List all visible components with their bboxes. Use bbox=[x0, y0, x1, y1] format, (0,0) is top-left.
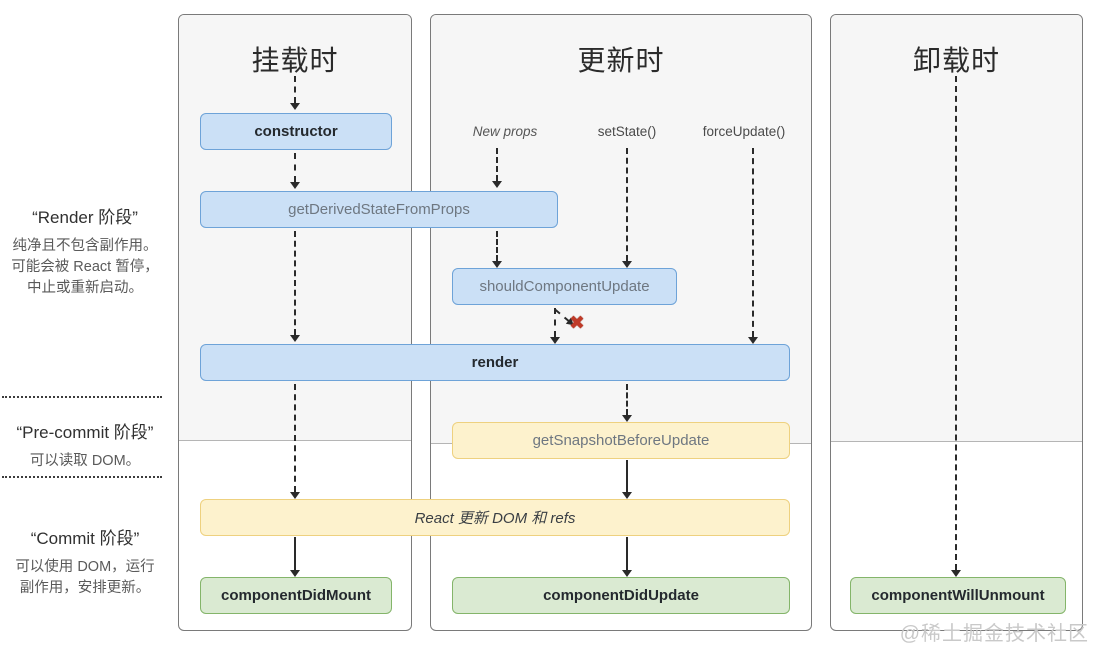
arrowhead bbox=[290, 570, 300, 577]
node-componentdidupdate: componentDidUpdate bbox=[452, 577, 790, 614]
node-react-updates-dom-refs: React 更新 DOM 和 refs bbox=[200, 499, 790, 536]
arrowhead bbox=[290, 103, 300, 110]
arrowhead bbox=[290, 182, 300, 189]
arrow-getderivedstate-to-render bbox=[290, 231, 300, 342]
arrow-reactupdates-to-componentdidupdate bbox=[622, 537, 632, 577]
render-phase-line: 中止或重新启动。 bbox=[27, 280, 143, 296]
arrow-unmounting-to-componentwillunmount bbox=[951, 76, 961, 577]
watermark: @稀土掘金技术社区 bbox=[899, 623, 1089, 645]
trigger-setstate: setState() bbox=[597, 124, 657, 139]
arrowhead bbox=[492, 261, 502, 268]
arrow-constructor-to-getderivedstate bbox=[290, 153, 300, 189]
node-getderivedstatefromprops: getDerivedStateFromProps bbox=[200, 191, 558, 228]
arrow-getsnapshot-to-reactupdates bbox=[622, 460, 632, 499]
arrow-reactupdates-to-componentdidmount bbox=[290, 537, 300, 577]
arrowhead bbox=[622, 492, 632, 499]
arrow-getderivedstate-to-shouldcomponentupdate bbox=[492, 231, 502, 268]
render-phase-annotation: “Render 阶段” 纯净且不包含副作用。 可能会被 React 暂停， 中止… bbox=[0, 203, 170, 299]
arrowhead bbox=[290, 492, 300, 499]
node-componentwillunmount: componentWillUnmount bbox=[850, 577, 1066, 614]
commit-phase-line: 副作用，安排更新。 bbox=[19, 580, 151, 596]
render-phase-title: “Render 阶段” bbox=[32, 208, 138, 227]
arrow-forceupdate-to-render bbox=[748, 148, 758, 344]
arrowhead bbox=[622, 261, 632, 268]
commit-phase-annotation: “Commit 阶段” 可以使用 DOM，运行 副作用，安排更新。 bbox=[0, 524, 170, 599]
precommit-phase-line: 可以读取 DOM。 bbox=[29, 453, 141, 469]
arrowhead bbox=[550, 337, 560, 344]
arrowhead bbox=[622, 415, 632, 422]
updating-column-title: 更新时 bbox=[577, 45, 665, 76]
arrow-setstate-to-shouldcomponentupdate bbox=[622, 148, 632, 268]
arrow-render-to-getsnapshot bbox=[622, 384, 632, 422]
phase-separator-dotted bbox=[2, 476, 162, 478]
skip-update-x-icon: ✖ bbox=[569, 313, 585, 334]
node-shouldcomponentupdate: shouldComponentUpdate bbox=[452, 268, 677, 305]
node-componentdidmount: componentDidMount bbox=[200, 577, 392, 614]
commit-phase-title: “Commit 阶段” bbox=[30, 529, 140, 548]
arrowhead bbox=[748, 337, 758, 344]
unmounting-column-title: 卸载时 bbox=[912, 45, 1000, 76]
arrow-mounting-to-constructor bbox=[290, 76, 300, 110]
arrow-shouldcomponentupdate-to-render bbox=[550, 308, 560, 344]
updating-column-panel: 更新时 bbox=[430, 14, 812, 631]
node-getsnapshotbeforeupdate: getSnapshotBeforeUpdate bbox=[452, 422, 790, 459]
node-constructor: constructor bbox=[200, 113, 392, 150]
arrowhead bbox=[290, 335, 300, 342]
trigger-forceupdate: forceUpdate() bbox=[702, 124, 786, 139]
commit-phase-line: 可以使用 DOM，运行 bbox=[15, 559, 155, 575]
precommit-phase-annotation: “Pre-commit 阶段” 可以读取 DOM。 bbox=[0, 418, 170, 472]
node-render: render bbox=[200, 344, 790, 381]
arrowhead bbox=[951, 570, 961, 577]
arrowhead bbox=[492, 181, 502, 188]
arrowhead bbox=[622, 570, 632, 577]
render-phase-line: 可能会被 React 暂停， bbox=[11, 259, 159, 275]
arrow-render-to-reactupdates bbox=[290, 384, 300, 499]
phase-separator-dotted bbox=[2, 396, 162, 398]
mounting-column-title: 挂载时 bbox=[251, 45, 339, 76]
render-phase-line: 纯净且不包含副作用。 bbox=[12, 238, 158, 254]
trigger-new-props: New props bbox=[472, 124, 538, 139]
arrow-newprops-to-getderivedstate bbox=[492, 148, 502, 188]
precommit-phase-title: “Pre-commit 阶段” bbox=[16, 423, 154, 442]
